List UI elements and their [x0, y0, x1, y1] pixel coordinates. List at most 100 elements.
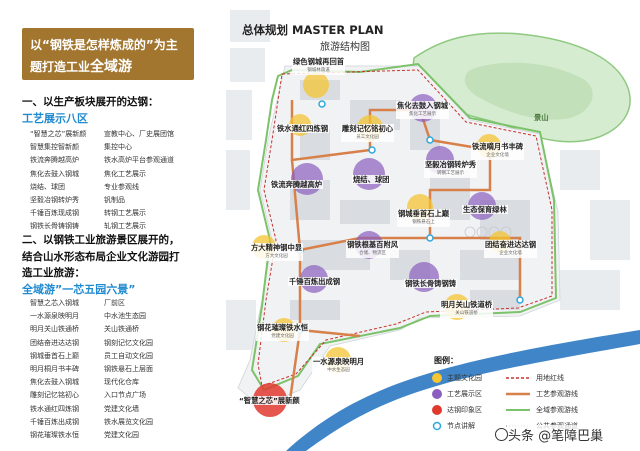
city-block — [230, 10, 270, 42]
list-item: 党建文化园 — [104, 430, 139, 439]
label-text: 钢花璀璨铁水恒 — [257, 323, 309, 332]
legend-item: 工艺展示区 — [447, 390, 482, 398]
node-marker — [426, 136, 434, 144]
list-item: 明月关山铁通桥 — [30, 325, 79, 334]
city-block — [590, 200, 630, 260]
label-sub: 企业文化墙 — [499, 251, 522, 256]
legend-item: 主题文化园 — [447, 374, 482, 382]
label-text: 雕刻记忆铭初心 — [342, 124, 394, 133]
label-sub: 钢城林荫道 — [307, 68, 330, 73]
section2-sub-highlight: 一芯五园六景” — [62, 283, 136, 296]
node-marker — [426, 234, 434, 242]
list-item: 铁水展览文化园 — [104, 417, 153, 426]
list-item: 宣教中心、厂史展团馆 — [104, 130, 174, 138]
map-label: 景山 — [533, 113, 550, 122]
map-label: 一水源泉映明月中水生态园 — [312, 357, 366, 375]
list-item: 钢刻记忆文化园 — [104, 338, 153, 347]
list-item: 转钢工艺展示 — [104, 209, 146, 218]
list-item: 钢城垂首石上巅 — [30, 351, 79, 360]
map-label: “智慧之芯”展新颜 — [238, 396, 301, 405]
list-item: 员工自动文化园 — [104, 351, 153, 360]
list-item: 千锤百炼现成钢 — [30, 209, 79, 218]
section2-heading-line2: 结合山水形态布局企业文化游园打 — [22, 251, 180, 263]
map-label: 钢铁根基百附风仓储、物流区 — [346, 240, 400, 258]
map-label: 钢城垂首石上巅钢铁悬石上 — [397, 209, 451, 227]
site-boundary — [257, 69, 553, 387]
list-item: 焦化去鼓入钢城 — [30, 378, 79, 387]
label-text: 钢铁根基百附风 — [347, 240, 399, 249]
label-sub: 关山铁道桥 — [455, 311, 478, 316]
section2-heading-line1: 二、以钢铁工业旅游景区展开的， — [22, 234, 180, 246]
legend-swatch-culture — [432, 373, 442, 383]
legend-swatch-process — [432, 389, 442, 399]
section1-subheading: 工艺展示八区 — [22, 112, 88, 125]
label-text: 焦化去鼓入钢城 — [397, 101, 449, 110]
river — [286, 330, 640, 451]
process-area-marker — [353, 158, 385, 190]
list-item: 焦化去鼓入钢城 — [30, 169, 79, 178]
banner-line-2-highlight: 全域游 — [90, 59, 133, 75]
label-text: 明月关山铁道桥 — [441, 300, 493, 309]
map-label: 雕刻记忆铭初心员工文化园 — [341, 124, 395, 142]
city-block — [560, 270, 620, 310]
label-text: 钢铁长骨铸钢铸 — [405, 279, 457, 288]
building — [290, 300, 340, 320]
list-item: 铁水通红四炼钢 — [30, 404, 79, 413]
route-segment — [430, 236, 522, 300]
mountain-core — [464, 62, 593, 120]
label-text: 铁流嘀月书丰碑 — [472, 142, 524, 151]
list-item: 智慧之芯入钢城 — [30, 299, 79, 307]
section1-heading: 一、以生产板块展开的达钢： — [22, 96, 159, 108]
list-item: 关山铁通桥 — [104, 325, 139, 334]
city-block — [226, 150, 250, 210]
map-title: 总体规划 MASTER PLAN — [242, 23, 384, 37]
label-text: 铁流奔腾越高炉 — [271, 180, 323, 189]
label-sub: 仓储、物流区 — [359, 251, 387, 256]
map-label: 绿色钢城再回首钢城林荫道 — [292, 57, 346, 75]
map-label: 铁流奔腾越高炉 — [270, 180, 324, 189]
list-item: 团结奋进达达钢 — [30, 338, 79, 347]
map-label: 钢铁长骨铸钢铸 — [404, 279, 458, 288]
city-block — [230, 48, 265, 82]
label-text: 坚毅冶钢转炉秀 — [425, 160, 477, 169]
label-sub: 焦化工艺展示 — [409, 112, 437, 117]
list-item: 智慧集控智新颜 — [30, 143, 79, 152]
list-item: 党建文化墙 — [104, 404, 139, 413]
node-marker — [368, 146, 376, 154]
map-label: 烧结、球团 — [352, 175, 391, 184]
node-marker — [516, 296, 524, 304]
legend-item: 工艺参观游线 — [536, 390, 578, 398]
section2-list-right: 厂前区 中水池生态园 关山铁通桥 钢刻记忆文化园 员工自动文化园 钢铁悬石上层面… — [104, 297, 153, 442]
city-block — [560, 150, 600, 190]
label-text: 生态保育绿林 — [463, 205, 507, 214]
watermark: 头条 @笔障巴巢 — [508, 425, 604, 444]
section2-subheading: 全域游”一芯五园六景” — [22, 281, 135, 297]
list-item: 明月桐月书丰碑 — [30, 364, 79, 373]
label-text: 团结奋进达达钢 — [485, 240, 537, 249]
label-text: 钢城垂首石上巅 — [398, 209, 450, 218]
list-item: 千锤百炼出成钢 — [30, 417, 79, 426]
map-label: 生态保育绿林 — [462, 205, 508, 214]
map-label: 方大精神钢中显方大文化园 — [250, 243, 304, 261]
map-subtitle: 旅游结构图 — [320, 42, 370, 53]
list-item: 专业参观线 — [104, 182, 139, 191]
watermark-logo-icon — [495, 428, 508, 441]
section2-sub-prefix: 全域游” — [22, 283, 63, 296]
list-item: 钒制品 — [104, 195, 125, 204]
legend-swatch-node — [432, 421, 442, 431]
map-label: 铁流嘀月书丰碑企业文化墙 — [471, 142, 525, 160]
legend-item: 用地红线 — [536, 374, 564, 382]
list-item: 现代化仓库 — [104, 378, 139, 387]
banner-line-1: 以“钢铁是怎样炼成的”为主 — [30, 38, 178, 52]
theme-banner: 以“钢铁是怎样炼成的”为主 题打造工业全域游 — [22, 28, 194, 80]
section1-list-left: “智慧之芯”展新颜 智慧集控智新颜 铁流奔腾越高炉 焦化去鼓入钢城 烧结、球团 … — [30, 128, 86, 234]
list-item: 钢铁长骨铸钢铸 — [30, 222, 79, 231]
list-item: “智慧之芯”展新颜 — [30, 130, 87, 138]
label-text: 千锤百炼出成钢 — [289, 277, 341, 286]
map-label: 坚毅冶钢转炉秀转钢工艺展示 — [424, 160, 478, 178]
label-text: 景山 — [534, 113, 549, 122]
process-area-marker — [291, 163, 323, 195]
label-text: “智慧之芯”展新颜 — [239, 396, 300, 405]
list-item: 烧结、球团 — [30, 182, 65, 191]
